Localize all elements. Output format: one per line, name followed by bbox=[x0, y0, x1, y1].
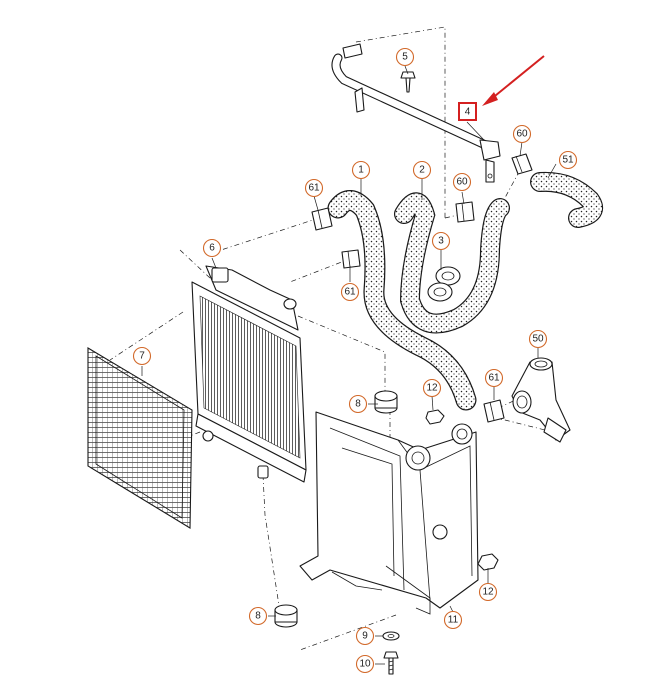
hose-part-2 bbox=[394, 192, 510, 334]
callout-11: 11 bbox=[443, 610, 463, 630]
svg-text:60: 60 bbox=[456, 177, 468, 188]
svg-text:6: 6 bbox=[209, 243, 215, 254]
callout-60-lower: 60 bbox=[452, 172, 472, 192]
hose-clamp-part-61-middle bbox=[341, 249, 361, 269]
hose-clamp-part-61-upper bbox=[311, 207, 333, 231]
callout-61-right: 61 bbox=[484, 368, 504, 388]
callout-61-middle: 61 bbox=[340, 282, 360, 302]
svg-text:7: 7 bbox=[139, 351, 145, 362]
callout-12-lower: 12 bbox=[478, 582, 498, 602]
svg-text:60: 60 bbox=[516, 129, 528, 140]
hose-clamp-part-60-lower bbox=[455, 201, 475, 223]
svg-text:8: 8 bbox=[355, 399, 361, 410]
washer-part-9 bbox=[382, 631, 400, 641]
hose-part-51 bbox=[530, 171, 603, 228]
radiator-part-6 bbox=[191, 265, 307, 483]
rubber-mount-part-8-lower bbox=[274, 604, 298, 628]
callout-8-upper: 8 bbox=[348, 394, 368, 414]
hose-clamp-part-60-upper bbox=[511, 153, 533, 175]
double-clip-part-3 bbox=[427, 266, 461, 302]
callout-4-highlighted: 4 bbox=[458, 102, 477, 121]
coolant-flange-part-50 bbox=[511, 357, 571, 443]
callout-1: 1 bbox=[351, 160, 371, 180]
callout-3: 3 bbox=[431, 231, 451, 251]
callout-51: 51 bbox=[558, 150, 578, 170]
svg-text:61: 61 bbox=[308, 183, 320, 194]
callout-2: 2 bbox=[412, 160, 432, 180]
highlight-arrow bbox=[482, 55, 545, 106]
hose-part-1 bbox=[327, 190, 477, 411]
callout-61-upper: 61 bbox=[304, 178, 324, 198]
callout-7: 7 bbox=[132, 346, 152, 366]
svg-text:11: 11 bbox=[448, 615, 459, 626]
bolt-part-10 bbox=[383, 651, 399, 675]
hose-clamp-part-61-right bbox=[483, 399, 505, 423]
nut-part-12-upper bbox=[425, 409, 445, 425]
callout-60-upper: 60 bbox=[512, 124, 532, 144]
svg-text:4: 4 bbox=[465, 107, 471, 118]
svg-text:61: 61 bbox=[344, 287, 356, 298]
rubber-mount-part-8-upper bbox=[374, 390, 398, 414]
bolt-part-5 bbox=[400, 71, 416, 93]
callout-8-lower: 8 bbox=[248, 606, 268, 626]
svg-text:50: 50 bbox=[532, 334, 544, 345]
callout-12-upper: 12 bbox=[422, 378, 442, 398]
coolant-pipe-part-4 bbox=[331, 43, 501, 183]
leader-lines bbox=[141, 65, 557, 665]
svg-text:3: 3 bbox=[438, 236, 444, 247]
nut-part-12-lower bbox=[477, 553, 499, 571]
callout-10: 10 bbox=[355, 654, 375, 674]
svg-text:51: 51 bbox=[562, 155, 574, 166]
callout-5: 5 bbox=[395, 47, 415, 67]
grille-part-7 bbox=[87, 347, 193, 529]
svg-text:12: 12 bbox=[426, 383, 438, 394]
callout-6: 6 bbox=[202, 238, 222, 258]
svg-text:9: 9 bbox=[362, 631, 368, 642]
svg-text:10: 10 bbox=[359, 659, 371, 670]
svg-text:5: 5 bbox=[402, 52, 408, 63]
svg-text:8: 8 bbox=[255, 611, 261, 622]
svg-text:61: 61 bbox=[488, 373, 500, 384]
bracket-part-11 bbox=[299, 411, 479, 615]
callout-50: 50 bbox=[528, 329, 548, 349]
callout-9: 9 bbox=[355, 626, 375, 646]
svg-text:12: 12 bbox=[482, 587, 494, 598]
svg-text:1: 1 bbox=[358, 165, 364, 176]
svg-text:2: 2 bbox=[419, 165, 425, 176]
